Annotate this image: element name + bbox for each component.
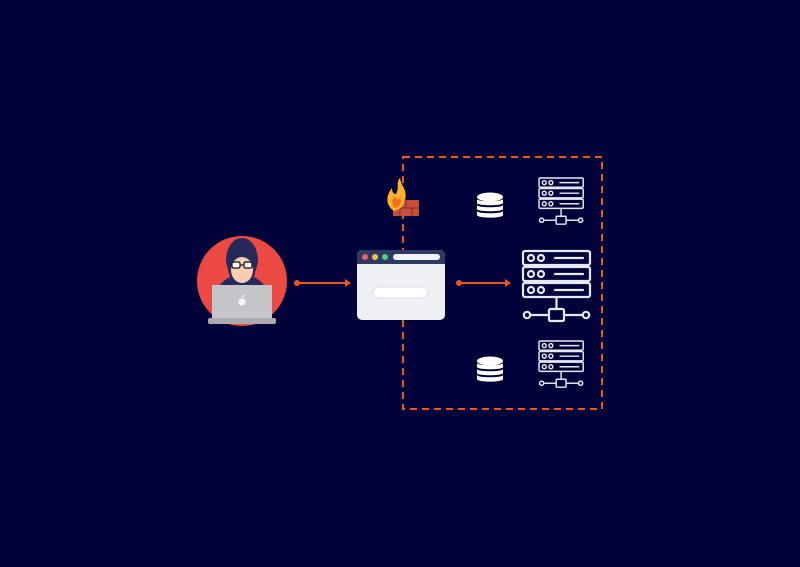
hooded-hacker-with-laptop-icon — [208, 238, 276, 324]
attacker-node[interactable] — [197, 236, 287, 326]
traffic-light-red — [362, 254, 368, 260]
traffic-light-yellow — [372, 254, 378, 260]
browser-window-icon[interactable] — [357, 250, 445, 320]
network-boundary — [402, 156, 603, 410]
browser-content-bar — [372, 286, 429, 299]
server-rack-icon — [538, 340, 584, 388]
server-rack-icon — [538, 177, 584, 225]
arrow-attacker-to-webapp — [294, 279, 351, 287]
database-stack-icon — [477, 356, 503, 382]
apple-logo-icon — [238, 294, 246, 306]
arrow-webapp-to-server — [456, 279, 511, 287]
traffic-light-green — [382, 254, 388, 260]
burning-firewall-icon — [387, 178, 419, 216]
server-rack-icon[interactable] — [521, 249, 592, 323]
database-stack-icon — [477, 192, 503, 218]
